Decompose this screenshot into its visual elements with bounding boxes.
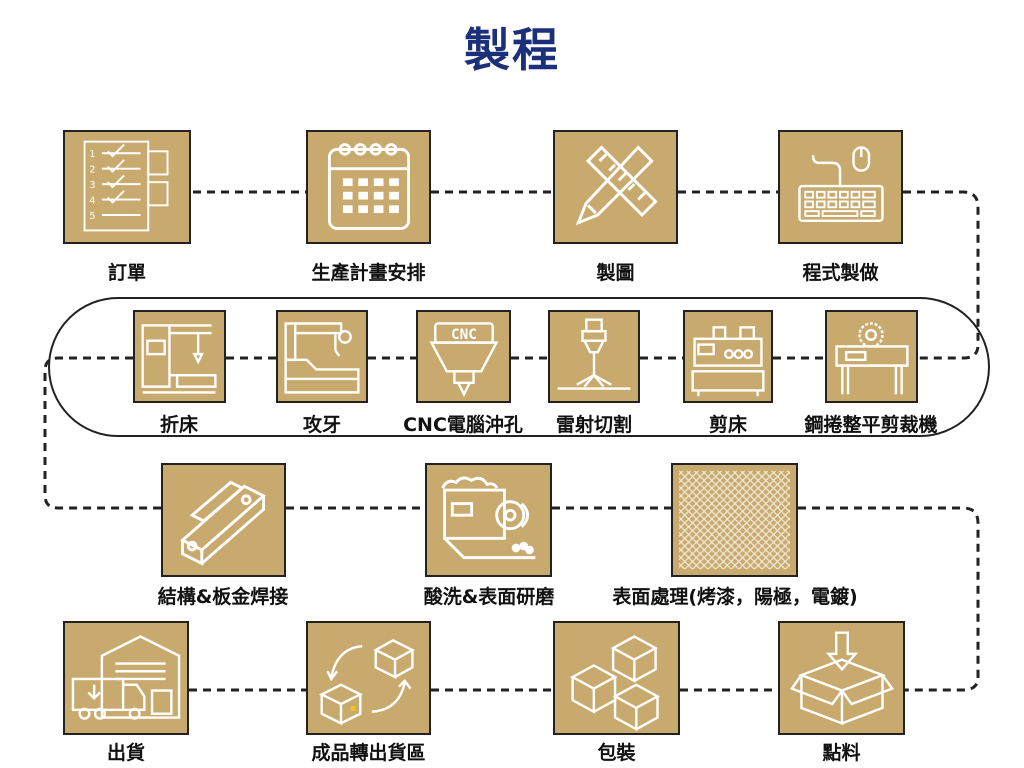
grinding-machine-icon bbox=[441, 476, 536, 560]
box-arrow-icon bbox=[789, 631, 895, 726]
coil-leveler-icon bbox=[835, 322, 909, 395]
cnc-punch-icon: CNC bbox=[429, 322, 499, 397]
step-coil-leveler-box bbox=[825, 310, 918, 403]
warehouse-truck-icon bbox=[71, 635, 181, 720]
step-label-shipping: 出貨 bbox=[106, 742, 145, 764]
step-label-cnc-punch: CNC電腦沖孔 bbox=[403, 414, 523, 436]
svg-text:5: 5 bbox=[89, 211, 95, 222]
keyboard-mouse-icon bbox=[798, 146, 884, 222]
svg-text:2: 2 bbox=[89, 165, 95, 176]
step-welding-box bbox=[161, 463, 286, 577]
step-label-production-plan: 生產計畫安排 bbox=[311, 262, 426, 284]
step-programming-box bbox=[778, 130, 903, 244]
step-label-laser-cutting: 雷射切割 bbox=[555, 414, 632, 436]
step-laser-cutting-box bbox=[548, 310, 640, 403]
step-drawing-box bbox=[553, 130, 678, 244]
step-tapping-box bbox=[276, 310, 368, 403]
svg-text:1: 1 bbox=[89, 149, 95, 160]
step-cnc-punch-box: CNC bbox=[416, 310, 511, 403]
box-transfer-icon bbox=[319, 639, 415, 726]
tapping-machine-icon bbox=[284, 322, 360, 394]
step-label-surface-treatment: 表面處理(烤漆，陽極，電鍍) bbox=[612, 586, 858, 608]
boxes-icon bbox=[570, 635, 661, 732]
step-surface-treatment-box bbox=[671, 463, 798, 577]
svg-text:CNC: CNC bbox=[451, 327, 477, 343]
step-label-drawing: 製圖 bbox=[596, 262, 635, 284]
laser-cutter-icon bbox=[557, 318, 631, 390]
step-packing-box bbox=[553, 621, 680, 735]
step-label-welding: 結構&板金焊接 bbox=[157, 586, 289, 608]
page-title: 製程 bbox=[464, 23, 560, 77]
step-label-material-check: 點料 bbox=[822, 742, 861, 764]
connector-4 bbox=[903, 190, 980, 360]
connector-10 bbox=[43, 356, 161, 510]
step-press-brake-box bbox=[133, 310, 226, 403]
svg-text:3: 3 bbox=[89, 180, 95, 191]
step-label-order: 訂單 bbox=[107, 262, 146, 284]
step-label-programming: 程式製做 bbox=[802, 262, 879, 284]
surface-texture-icon bbox=[679, 470, 790, 570]
connector-13 bbox=[798, 506, 980, 692]
step-shipping-box bbox=[63, 621, 189, 735]
step-order-box: 1 2 3 4 5 bbox=[63, 130, 191, 244]
step-label-tapping: 攻牙 bbox=[302, 414, 341, 436]
step-label-press-brake: 折床 bbox=[159, 414, 198, 436]
checklist-icon: 1 2 3 4 5 bbox=[83, 140, 169, 232]
aluminum-profile-icon bbox=[179, 480, 267, 566]
ruler-pencil-icon bbox=[575, 145, 658, 226]
machine-group-outline bbox=[48, 297, 990, 437]
step-label-shearing: 剪床 bbox=[708, 414, 747, 436]
press-brake-icon bbox=[141, 324, 217, 394]
shearing-machine-icon bbox=[691, 326, 765, 397]
calendar-icon bbox=[327, 143, 410, 230]
step-production-plan-box bbox=[306, 130, 431, 244]
step-transfer-box bbox=[306, 621, 431, 735]
step-pickling-grinding-box bbox=[425, 463, 552, 577]
step-material-check-box bbox=[778, 621, 905, 735]
svg-text:4: 4 bbox=[89, 195, 95, 206]
step-label-packing: 包裝 bbox=[597, 742, 636, 764]
step-label-transfer: 成品轉出貨區 bbox=[311, 742, 426, 764]
step-label-coil-leveler: 鋼捲整平剪裁機 bbox=[804, 414, 938, 436]
step-shearing-box bbox=[683, 310, 773, 403]
step-label-pickling-grinding: 酸洗&表面研磨 bbox=[423, 586, 555, 608]
